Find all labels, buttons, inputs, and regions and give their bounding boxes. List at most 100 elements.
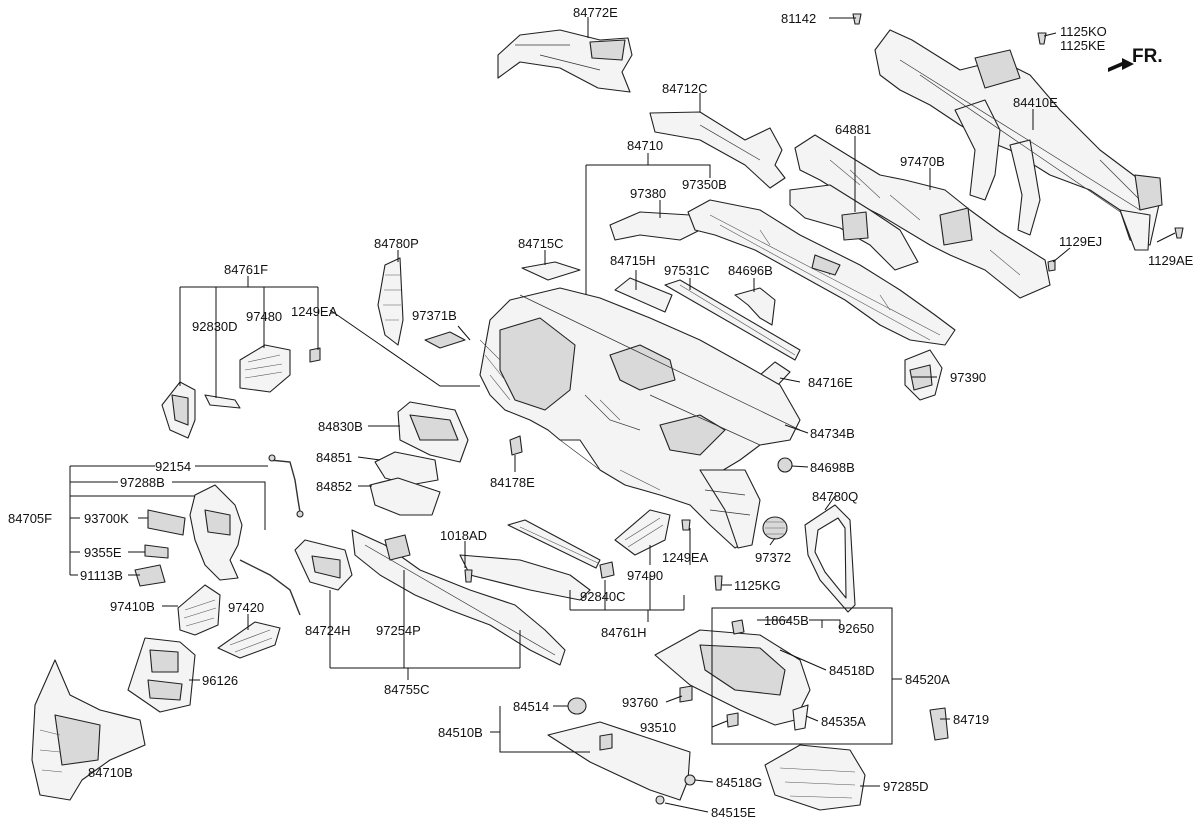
label-92830d: 92830D: [192, 319, 238, 334]
label-84724h: 84724H: [305, 623, 351, 638]
label-84712c: 84712C: [662, 81, 708, 96]
part-96126-illustration: [127, 637, 196, 713]
label-93700k: 93700K: [84, 511, 129, 526]
label-97380: 97380: [630, 186, 666, 201]
label-84719: 84719: [953, 712, 989, 727]
part-97372-illustration: [762, 516, 788, 540]
label-97371b: 97371B: [412, 308, 457, 323]
label-97285d: 97285D: [883, 779, 929, 794]
part-84772e-illustration: [497, 29, 633, 93]
label-84830b: 84830B: [318, 419, 363, 434]
label-1249ea-lower: 1249EA: [662, 550, 709, 565]
label-84698b: 84698B: [810, 460, 855, 475]
label-84852: 84852: [316, 479, 352, 494]
label-92840c: 92840C: [580, 589, 626, 604]
part-84780q-illustration: [804, 504, 856, 613]
label-84535a: 84535A: [821, 714, 866, 729]
part-92154-illustration: [268, 454, 304, 518]
label-84780q: 84780Q: [812, 489, 858, 504]
label-1125ke: 1125KE: [1060, 38, 1106, 53]
part-84715c-illustration: [521, 261, 581, 281]
label-84710b: 84710B: [88, 765, 133, 780]
label-84780p: 84780P: [374, 236, 419, 251]
part-84780p-illustration: [377, 257, 404, 346]
label-84520a: 84520A: [905, 672, 950, 687]
label-97254p: 97254P: [376, 623, 421, 638]
part-84724h-illustration: [294, 539, 353, 591]
label-9355e: 9355E: [84, 545, 122, 560]
label-91113b: 91113B: [80, 568, 123, 583]
part-duct-illustration: [789, 134, 1051, 299]
label-84518d: 84518D: [829, 663, 875, 678]
label-92154: 92154: [155, 459, 191, 474]
front-label: FR.: [1132, 46, 1163, 67]
leader-lines: [69, 17, 1176, 813]
part-97390-illustration: [904, 349, 943, 401]
front-arrow-icon: [1108, 58, 1134, 72]
label-84178e: 84178E: [490, 475, 535, 490]
label-84410e: 84410E: [1013, 95, 1058, 110]
label-1129ej: 1129EJ: [1059, 234, 1102, 249]
part-97371b-illustration: [424, 331, 466, 349]
label-84514: 84514: [513, 699, 549, 714]
label-1249ea-upper: 1249EA: [291, 304, 338, 319]
part-84830b-illustration: [397, 401, 469, 463]
label-97490: 97490: [627, 568, 663, 583]
part-84719-illustration: [929, 707, 949, 741]
part-illustrations: [31, 13, 1184, 811]
label-84515e: 84515E: [711, 805, 756, 820]
part-84755c-illustration: [351, 529, 566, 666]
part-97350b-illustration: [609, 199, 956, 346]
label-81142: 81142: [781, 11, 816, 26]
part-labels: 84772E 81142 1125KO 1125KE 84712C 84410E…: [8, 5, 1194, 820]
part-column-shroud-illustration: [369, 451, 441, 516]
part-84696b-illustration: [734, 287, 776, 326]
label-92650: 92650: [838, 621, 874, 636]
label-84710: 84710: [627, 138, 663, 153]
label-84772e: 84772E: [573, 5, 618, 20]
label-84734b: 84734B: [810, 426, 855, 441]
label-84755c: 84755C: [384, 682, 430, 697]
label-84518g: 84518G: [716, 775, 762, 790]
label-97420: 97420: [228, 600, 264, 615]
part-84761f-illustration: [161, 344, 321, 439]
label-64881: 64881: [835, 122, 871, 137]
label-1129ae: 1129AE: [1148, 253, 1194, 268]
label-1018ad: 1018AD: [440, 528, 487, 543]
label-93510: 93510: [640, 720, 676, 735]
part-84698b-illustration: [777, 457, 793, 473]
label-97480: 97480: [246, 309, 282, 324]
label-1125kg: 1125KG: [734, 578, 781, 593]
part-glove-box-illustration: [654, 619, 811, 731]
front-direction-indicator: FR.: [1108, 46, 1163, 72]
label-84715h: 84715H: [610, 253, 656, 268]
label-97410b: 97410B: [110, 599, 155, 614]
label-97288b: 97288B: [120, 475, 165, 490]
label-18645b: 18645B: [764, 613, 809, 628]
label-97372: 97372: [755, 550, 791, 565]
label-84705f: 84705F: [8, 511, 52, 526]
part-84178e-illustration: [509, 435, 523, 456]
label-84761h: 84761H: [601, 625, 647, 640]
label-84715c: 84715C: [518, 236, 564, 251]
part-97410b-illustration: [177, 584, 221, 636]
part-84761h-illustration: [459, 509, 671, 601]
part-84715h-illustration: [614, 277, 673, 313]
part-84705f-illustration: [134, 484, 301, 616]
part-97285d-illustration: [764, 744, 866, 811]
part-97420-illustration: [217, 621, 281, 659]
label-97350b: 97350B: [682, 177, 727, 192]
label-84851: 84851: [316, 450, 352, 465]
label-96126: 96126: [202, 673, 238, 688]
part-84710-main-panel-illustration: [479, 287, 801, 549]
label-97470b: 97470B: [900, 154, 945, 169]
label-84716e: 84716E: [808, 375, 853, 390]
label-97531c: 97531C: [664, 263, 710, 278]
label-84696b: 84696B: [728, 263, 773, 278]
label-84510b: 84510B: [438, 725, 483, 740]
part-84510b-illustration: [547, 697, 696, 805]
part-84710b-illustration: [31, 659, 146, 801]
part-84712c-illustration: [649, 111, 786, 189]
label-84761f: 84761F: [224, 262, 268, 277]
label-1125ko: 1125KO: [1060, 24, 1107, 39]
